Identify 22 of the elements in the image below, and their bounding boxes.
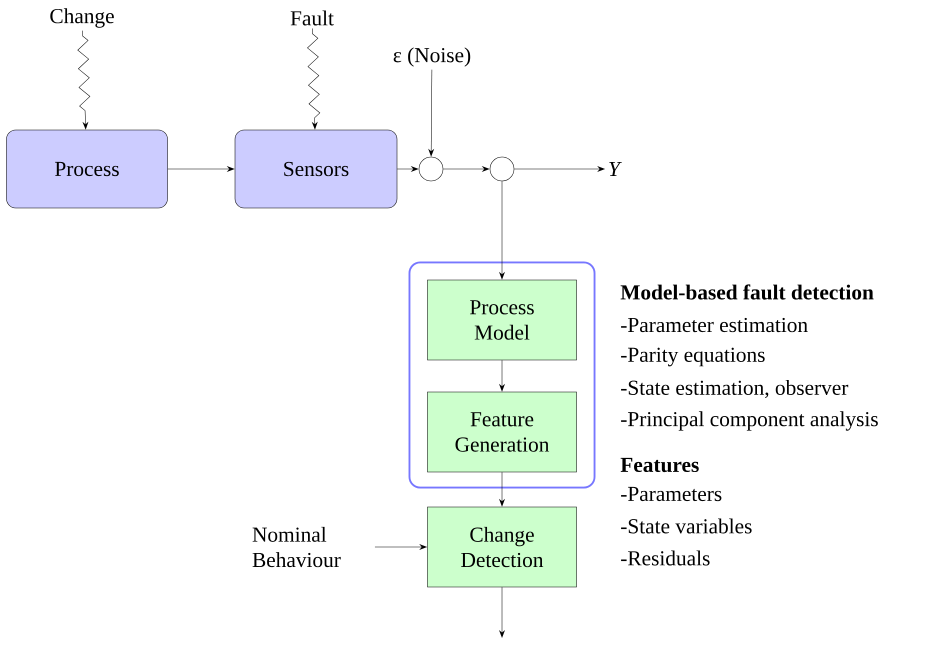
list-item: -Parameters	[621, 486, 722, 502]
junction-circle	[418, 156, 444, 182]
sensor-box: Sensors	[234, 130, 398, 208]
process-box: Process Model	[427, 280, 577, 360]
output-label: Y	[609, 162, 622, 176]
list-heading: Features	[620, 458, 699, 472]
list-item: -State variables	[621, 518, 752, 534]
input-label: Nominal Behaviour	[252, 526, 341, 568]
process-box: Change Detection	[427, 506, 577, 588]
list-item: -Residuals	[621, 550, 710, 566]
list-item: -Parameter estimation	[621, 318, 808, 332]
list-item: -State estimation, observer	[621, 380, 848, 398]
group-frame	[408, 262, 596, 488]
list-heading: Model-based fault detection	[620, 284, 874, 300]
list-item: -Parity equations	[621, 348, 765, 366]
process-box: Process	[6, 130, 168, 208]
list-item: -Principal component analysis	[621, 411, 878, 431]
noise-label: ε (Noise)	[394, 47, 470, 67]
junction-circle	[490, 156, 514, 182]
input-label: Fault	[290, 10, 334, 26]
input-label: Change	[50, 8, 114, 28]
process-box: Feature Generation	[427, 392, 577, 472]
